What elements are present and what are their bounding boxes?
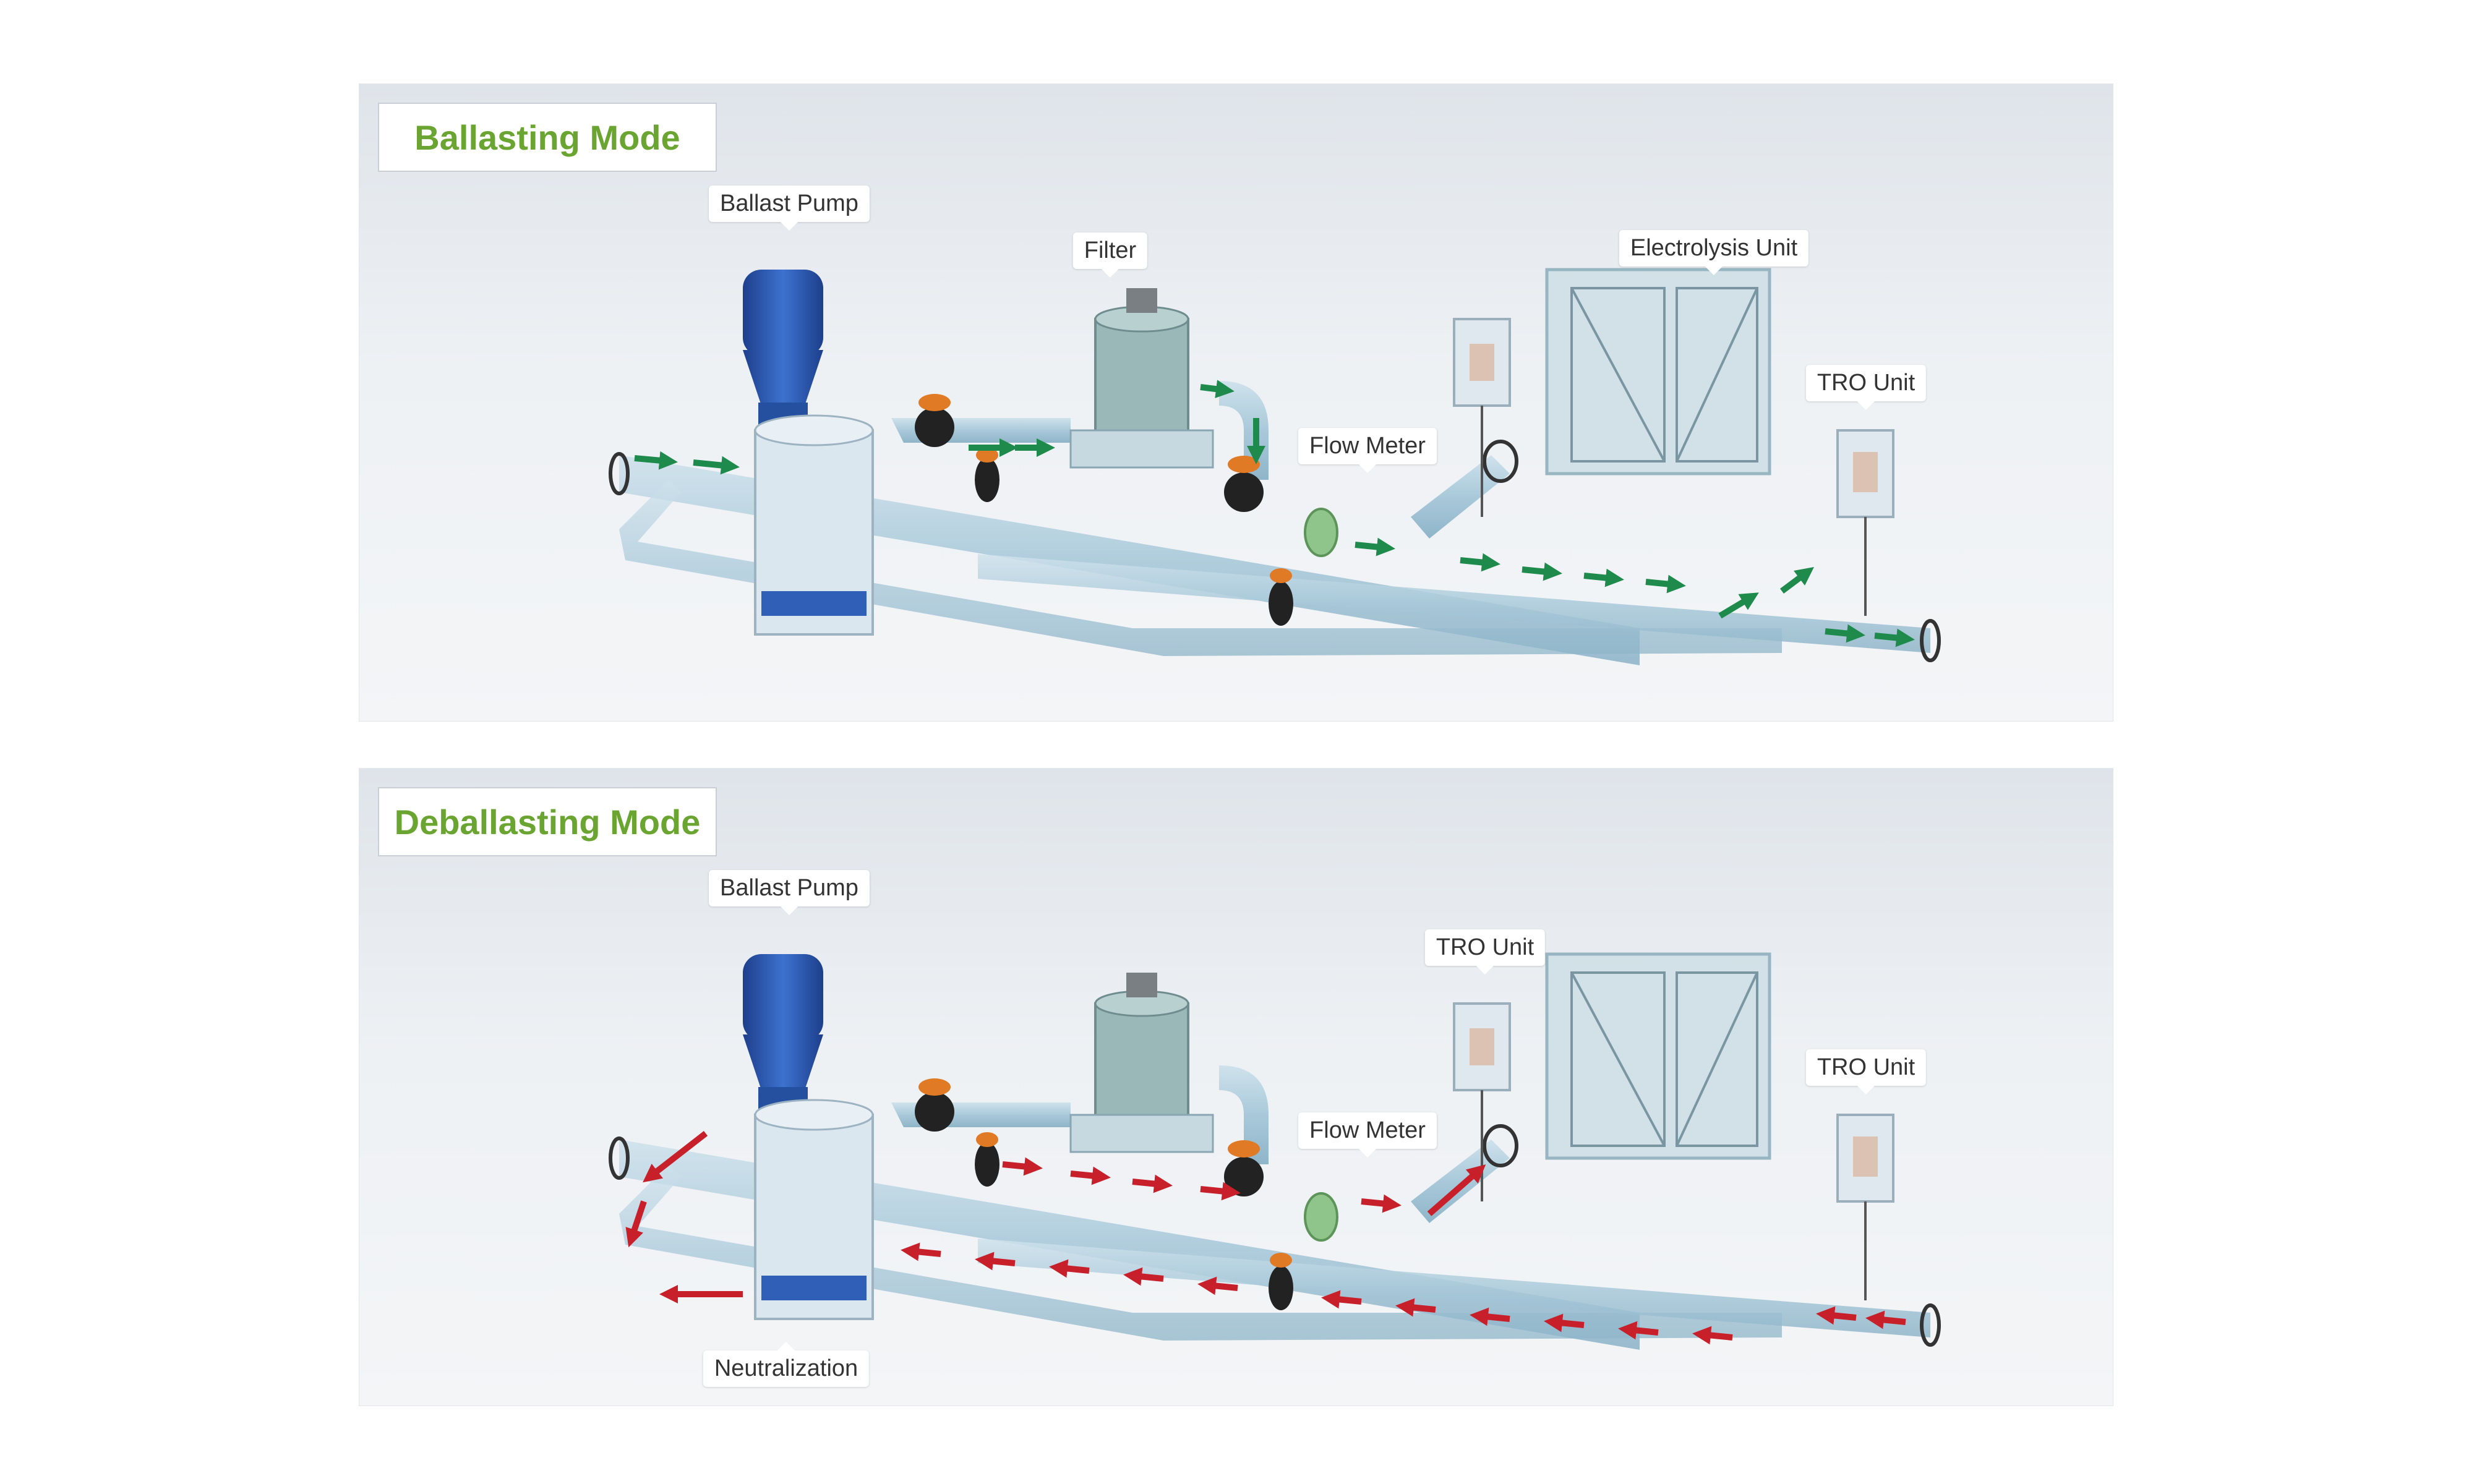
deballasting-mode-title: Deballasting Mode [378, 787, 717, 856]
inlet-flange [609, 1136, 630, 1180]
filter-icon [1069, 288, 1214, 469]
electrolysis-unit-icon [1545, 268, 1771, 475]
tro-unit-label: TRO Unit [1805, 365, 1927, 410]
tro-unit-icon [1836, 1114, 1894, 1300]
ballasting-flow-arrows [634, 380, 1915, 647]
valve-icon [1269, 568, 1293, 626]
bypass-pipe [619, 480, 1930, 656]
ballast-pump-label: Ballast Pump [709, 870, 870, 915]
valve-icon [1269, 1253, 1293, 1310]
valve-icon [975, 1132, 999, 1187]
neutralization-unit-icon [754, 414, 874, 636]
inlet-flange [609, 452, 630, 495]
ballasting-mode-title: Ballasting Mode [378, 103, 717, 172]
flow-meter-label: Flow Meter [1298, 428, 1437, 473]
tro-unit-icon [1453, 1002, 1511, 1201]
flow-meter-icon [1304, 508, 1338, 557]
neutralization-label: Neutralization [703, 1342, 870, 1387]
tro-unit-icon [1836, 429, 1894, 616]
filter-label: Filter [1072, 232, 1148, 278]
ballasting-pipeline-diagram [609, 268, 1941, 665]
valve-icon [1224, 456, 1264, 512]
valve-icon [915, 1078, 954, 1132]
electrolysis-branch-pipe [1411, 440, 1518, 539]
electrolysis-unit-icon [1545, 952, 1771, 1160]
ballasting-mode-panel: Ballasting Mode [359, 83, 2113, 722]
electrolysis-unit-label: Electrolysis Unit [1619, 230, 1809, 275]
filter-icon [1069, 973, 1214, 1153]
valve-icon [975, 448, 999, 502]
valve-icon [915, 394, 954, 447]
bypass-pipe [619, 1164, 1930, 1341]
deballasting-pipeline-diagram [609, 952, 1941, 1350]
control-box-icon [1453, 318, 1511, 517]
outlet-flange [1920, 619, 1941, 662]
outlet-flange [1920, 1303, 1941, 1347]
flow-meter-icon [1304, 1192, 1338, 1242]
deballasting-flow-arrows [625, 1131, 1906, 1345]
main-pipe [619, 455, 1640, 665]
electrolysis-branch-pipe [1411, 1124, 1518, 1223]
deballasting-mode-panel: Deballasting Mode [359, 768, 2113, 1406]
flow-meter-label: Flow Meter [1298, 1112, 1437, 1158]
main-pipe [619, 1140, 1640, 1350]
valve-icon [1224, 1140, 1264, 1196]
ballast-pump-label: Ballast Pump [709, 186, 870, 231]
neutralization-unit-icon [754, 1099, 874, 1320]
tro-unit-label-1: TRO Unit [1424, 929, 1546, 974]
tro-unit-label-2: TRO Unit [1805, 1049, 1927, 1094]
